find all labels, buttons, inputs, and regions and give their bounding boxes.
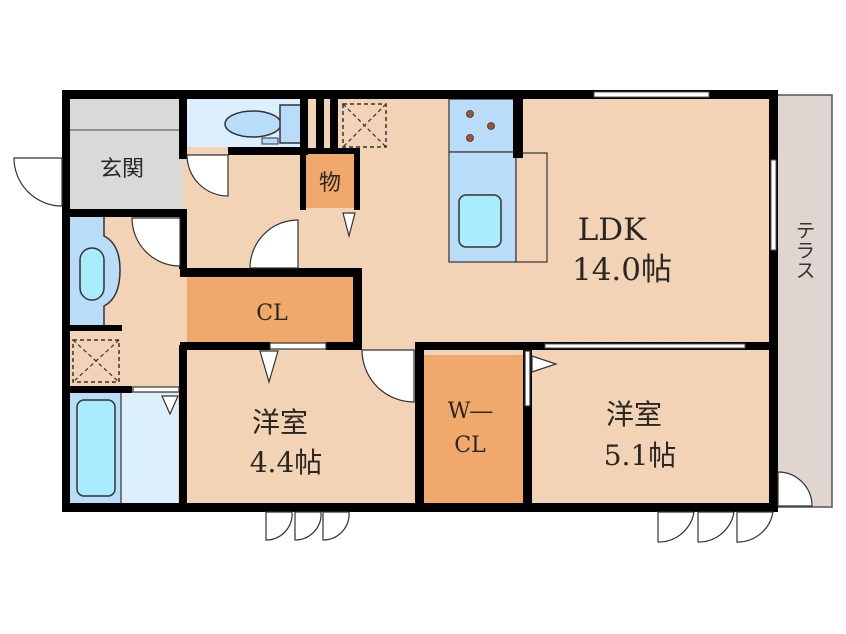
kitchen-sink-icon xyxy=(458,194,502,248)
bath-door-icon xyxy=(161,395,179,416)
window-door-icon xyxy=(657,511,695,543)
front-door-icon xyxy=(13,157,63,207)
stove-burner-icon xyxy=(466,110,474,118)
closet-door-markers xyxy=(132,212,558,416)
wcl-door-icon xyxy=(531,355,558,373)
windows xyxy=(544,91,777,349)
closet-label: CL xyxy=(256,301,288,326)
ventilation-icon xyxy=(342,103,387,148)
window-door-icon xyxy=(294,511,322,541)
sink-icon xyxy=(79,247,105,301)
window-door-icon xyxy=(322,511,350,541)
ldk-label: LDK xyxy=(578,212,647,248)
window-door-icon xyxy=(265,511,293,541)
ldk-size: 14.0帖 xyxy=(572,252,672,288)
bathroom xyxy=(69,393,178,503)
window-door-icon xyxy=(697,511,735,543)
terrace-label: テラス xyxy=(792,220,816,280)
hall-door-icon xyxy=(249,219,299,269)
washroom xyxy=(68,215,121,383)
storage-door-icon xyxy=(342,212,356,239)
bedroom1-door-icon xyxy=(361,349,415,403)
walk-in-closet: W― CL xyxy=(424,355,524,504)
closet: CL xyxy=(187,276,357,346)
bathtub-icon xyxy=(76,399,116,497)
kitchen-counter xyxy=(448,98,548,263)
window-right xyxy=(770,159,777,251)
bedroom2-size: 5.1帖 xyxy=(604,439,677,472)
storage-label: 物 xyxy=(319,171,341,196)
entrance: 玄関 xyxy=(69,99,183,213)
toilet-door-icon xyxy=(186,154,229,197)
storage-closet: 物 xyxy=(306,153,354,208)
window-top xyxy=(593,91,710,98)
washing-machine-space-icon xyxy=(72,339,120,383)
bedroom2-label: 洋室 xyxy=(606,398,662,431)
bedroom1-size: 4.4帖 xyxy=(250,446,323,479)
stove-burner-icon xyxy=(466,134,474,142)
washroom-door-icon xyxy=(131,217,181,267)
toilet xyxy=(187,99,307,147)
walk-in-closet-label-1: W― xyxy=(448,399,493,424)
closet-door-icon xyxy=(259,350,279,385)
window-bedroom2-top xyxy=(544,343,746,349)
bedroom1-label: 洋室 xyxy=(252,406,308,439)
toilet-tank-icon xyxy=(279,104,303,144)
stove-burner-icon xyxy=(487,122,495,130)
doors xyxy=(13,154,813,543)
terrace: テラス xyxy=(775,94,833,508)
window-door-icon xyxy=(736,511,774,543)
entrance-label: 玄関 xyxy=(100,157,144,182)
toilet-bowl-icon xyxy=(224,110,282,138)
terrace-door-icon xyxy=(777,471,813,507)
walk-in-closet-label-2: CL xyxy=(454,433,486,458)
